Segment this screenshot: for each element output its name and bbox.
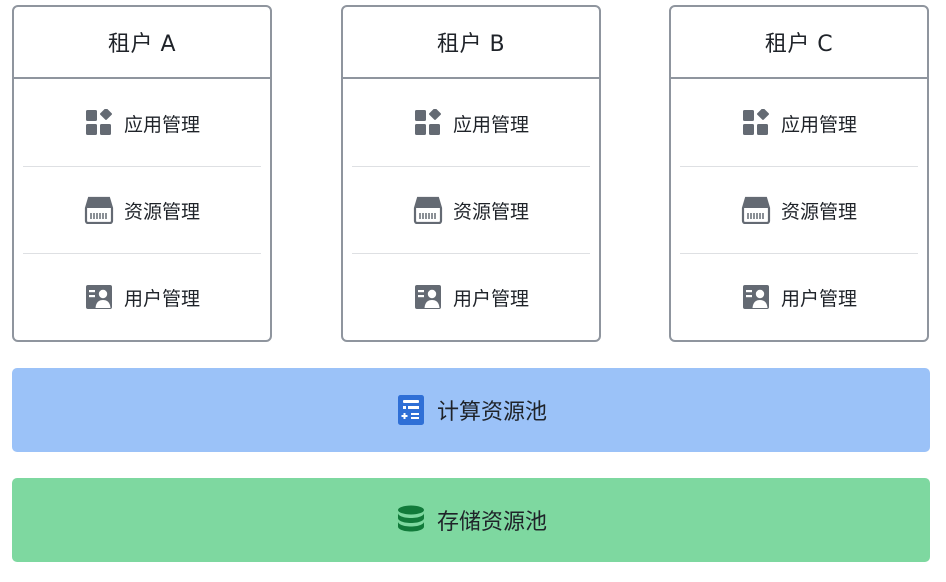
tenant-item-user-management: 用户管理 [680,254,918,340]
tenant-item-label: 应用管理 [452,113,529,136]
tenant-item-resource-management: 资源管理 [23,167,261,253]
tenant-item-app-management: 应用管理 [23,80,261,166]
tenant-item-label: 资源管理 [780,200,857,223]
tenant-item-app-management: 应用管理 [352,80,590,166]
server-icon [413,195,443,225]
divider [680,166,918,167]
tenant-item-resource-management: 资源管理 [680,167,918,253]
tenant-item-label: 用户管理 [123,287,200,310]
divider [23,253,261,254]
server-icon [84,195,114,225]
database-icon [395,504,427,536]
storage-resource-pool: 存储资源池 [12,478,930,562]
calculator-icon [395,394,427,426]
apps-icon [84,108,114,138]
tenant-item-app-management: 应用管理 [680,80,918,166]
tenant-card-c: 租户 C 应用管理 资源管理 用户管理 [669,5,929,342]
tenant-title: 租户 C [671,7,927,79]
tenant-title: 租户 B [343,7,599,79]
divider [352,166,590,167]
tenant-title: 租户 A [14,7,270,79]
compute-pool-label: 计算资源池 [436,400,547,425]
server-icon [741,195,771,225]
tenant-item-label: 应用管理 [123,113,200,136]
tenant-item-label: 资源管理 [123,200,200,223]
user-card-icon [741,282,771,312]
apps-icon [413,108,443,138]
tenant-item-user-management: 用户管理 [352,254,590,340]
tenant-item-label: 资源管理 [452,200,529,223]
tenant-item-label: 用户管理 [780,287,857,310]
tenant-item-label: 用户管理 [452,287,529,310]
tenant-card-a: 租户 A 应用管理 资源管理 用户管理 [12,5,272,342]
apps-icon [741,108,771,138]
divider [352,253,590,254]
compute-resource-pool: 计算资源池 [12,368,930,452]
user-card-icon [413,282,443,312]
tenant-card-b: 租户 B 应用管理 资源管理 用户管理 [341,5,601,342]
divider [23,166,261,167]
tenant-item-resource-management: 资源管理 [352,167,590,253]
storage-pool-label: 存储资源池 [436,510,547,535]
divider [680,253,918,254]
tenant-item-label: 应用管理 [780,113,857,136]
user-card-icon [84,282,114,312]
tenant-item-user-management: 用户管理 [23,254,261,340]
